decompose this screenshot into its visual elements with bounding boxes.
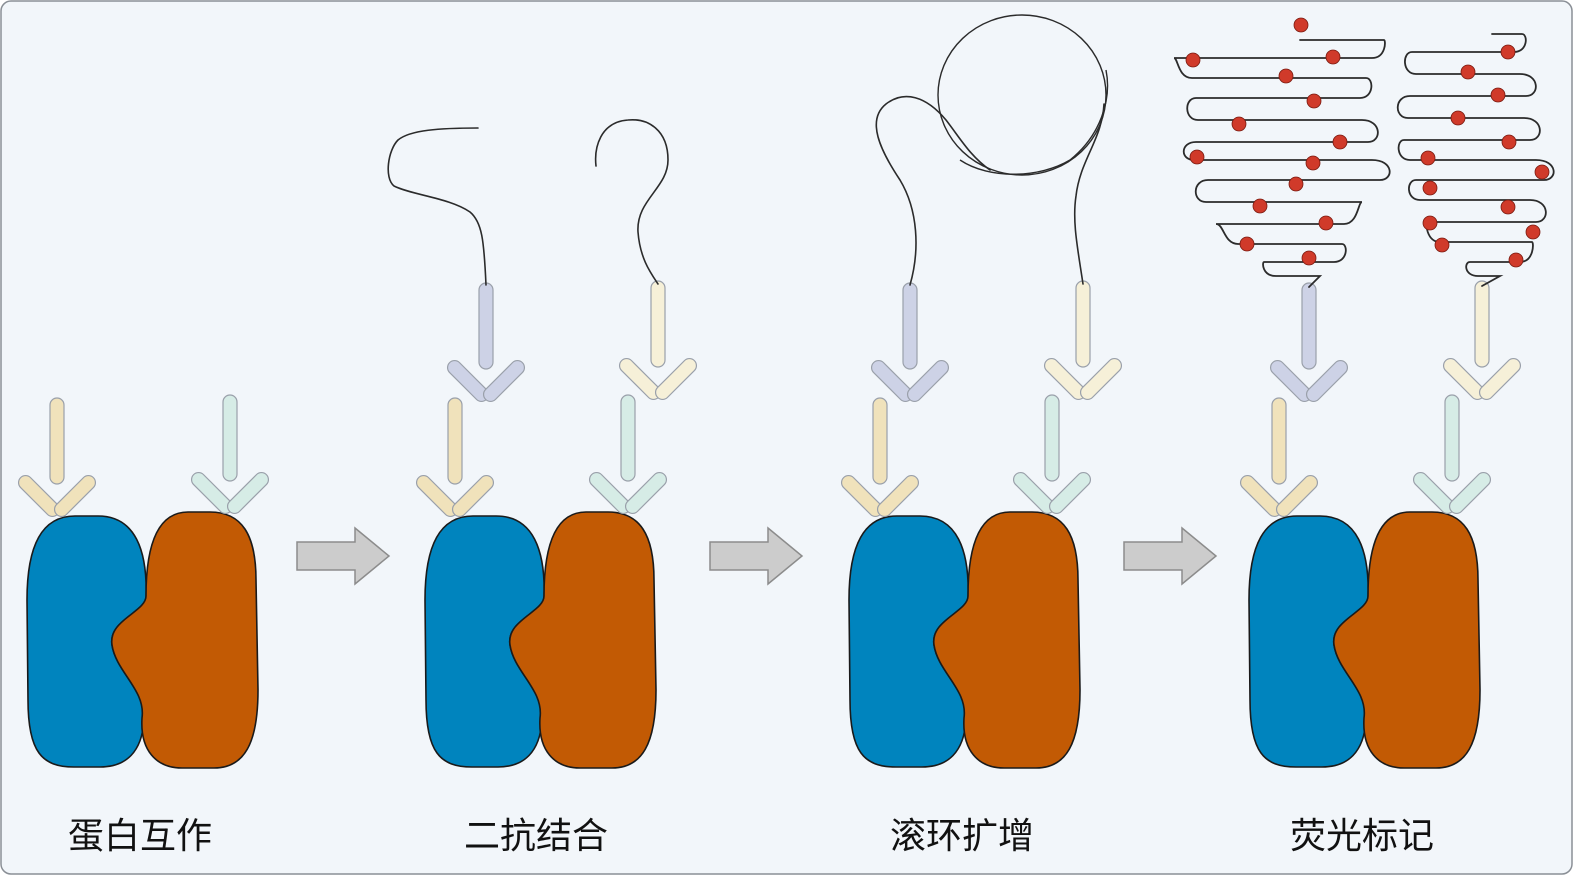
fluorescent-probe <box>1231 116 1247 132</box>
primary-antibody-b <box>190 394 270 515</box>
fluorescent-probe <box>1460 64 1476 80</box>
process-arrow <box>709 526 804 586</box>
fluorescent-probe <box>1185 52 1201 68</box>
fluorescent-probe <box>1501 134 1517 150</box>
fluorescent-probe <box>1293 17 1309 33</box>
fluorescent-probe <box>1325 49 1341 65</box>
stage-label-protein-interaction: 蛋白互作 <box>67 816 212 857</box>
fluorescent-probe <box>1434 237 1450 253</box>
primary-antibody-b <box>588 394 668 515</box>
protein-b-orange <box>509 511 657 769</box>
secondary-antibody-a <box>1269 282 1349 403</box>
protein-complex <box>26 511 259 769</box>
rca-product-a <box>1173 39 1391 288</box>
fluorescent-probe <box>1288 176 1304 192</box>
fluorescent-probe <box>1189 149 1205 165</box>
primary-antibody-b <box>1012 394 1092 515</box>
fluorescent-probe <box>1420 150 1436 166</box>
fluorescent-probe <box>1239 236 1255 252</box>
fluorescent-probe <box>1534 164 1550 180</box>
fluorescent-probe <box>1508 252 1524 268</box>
dna-strand-b <box>1073 103 1105 285</box>
stage-label-rolling-circle-amplification: 滚环扩增 <box>889 816 1034 857</box>
fluorescent-probe <box>1305 155 1321 171</box>
secondary-antibody-b <box>1043 280 1123 401</box>
stage-label-fluorescent-labeling: 荧光标记 <box>1289 816 1434 857</box>
fluorescent-probe <box>1278 68 1294 84</box>
fluorescent-probe <box>1301 250 1317 266</box>
fluorescent-probe <box>1252 198 1268 214</box>
fluorescent-probe <box>1490 87 1506 103</box>
dna-strand-b <box>594 119 669 285</box>
dna-strand-a <box>387 127 487 286</box>
protein-b-orange <box>1333 511 1481 769</box>
protein-b-orange <box>933 511 1081 769</box>
fluorescent-probe <box>1318 215 1334 231</box>
protein-complex <box>424 511 657 769</box>
primary-antibody-a <box>415 397 495 518</box>
process-arrow <box>296 526 391 586</box>
rca-circle <box>937 14 1107 176</box>
rca-circle-inner <box>959 69 1109 175</box>
rca-product-b <box>1396 33 1555 287</box>
fluorescent-probe <box>1500 199 1516 215</box>
fluorescent-probe <box>1306 93 1322 109</box>
fluorescent-probe <box>1525 224 1541 240</box>
secondary-antibody-b <box>618 280 698 401</box>
primary-antibody-a <box>840 397 920 518</box>
process-arrow <box>1123 526 1218 586</box>
fluorescent-probe <box>1450 110 1466 126</box>
fluorescent-probe <box>1500 44 1516 60</box>
stage-label-secondary-antibody-binding: 二抗结合 <box>463 816 608 857</box>
secondary-antibody-b <box>1442 280 1522 401</box>
secondary-antibody-a <box>446 282 526 403</box>
primary-antibody-a <box>17 397 97 518</box>
fluorescent-probe <box>1332 134 1348 150</box>
primary-antibody-a <box>1239 397 1319 518</box>
primary-antibody-b <box>1412 394 1492 515</box>
protein-complex <box>848 511 1081 769</box>
dna-strand-a <box>875 95 991 286</box>
protein-complex <box>1248 511 1481 769</box>
protein-b-orange <box>111 511 259 769</box>
fluorescent-probe <box>1422 180 1438 196</box>
fluorescent-probe <box>1422 215 1438 231</box>
